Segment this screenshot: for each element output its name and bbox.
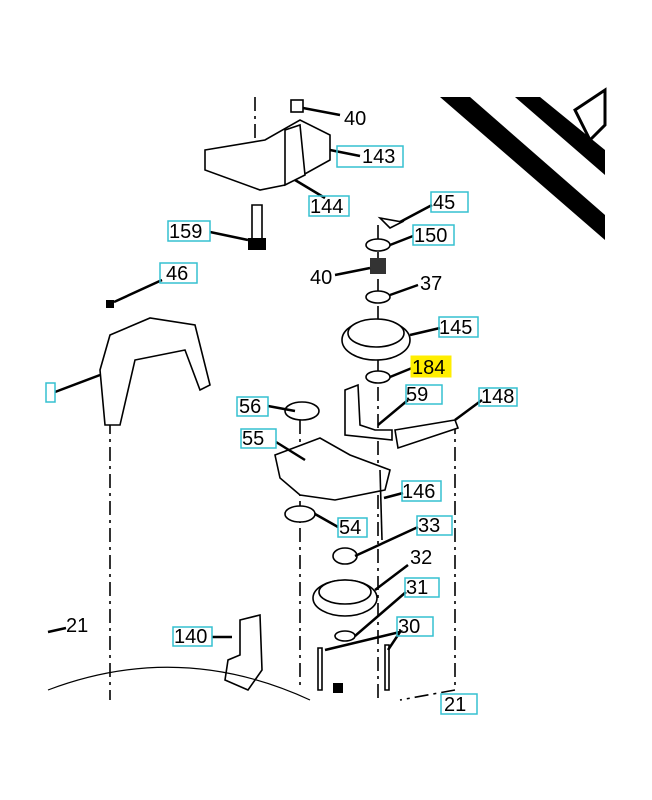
bracket-143 [204, 99, 331, 250]
label-box [440, 693, 478, 715]
label-box [240, 428, 277, 449]
label-box [336, 145, 404, 168]
label-33[interactable]: 33 [418, 515, 440, 537]
label-46[interactable]: 46 [166, 263, 188, 285]
label-box [337, 517, 368, 538]
label-56[interactable]: 56 [239, 396, 261, 418]
pulley-stack [274, 216, 460, 693]
bracket-140 [224, 613, 263, 691]
label-box [236, 396, 269, 417]
part-labels: 40 143 144 159 45 150 40 37 46 145 184 5… [45, 108, 518, 716]
label-144[interactable]: 144 [310, 196, 343, 218]
label-159[interactable]: 159 [169, 221, 202, 243]
belt-guard-46 [99, 300, 211, 426]
label-box [401, 480, 442, 502]
label-37: 37 [420, 273, 442, 295]
label-32: 32 [410, 547, 432, 569]
label-40: 40 [310, 267, 332, 289]
label-box [405, 384, 443, 405]
label-21-left: 21 [66, 615, 88, 637]
center-lines [109, 97, 456, 701]
leader-lines [54, 106, 483, 652]
label-box [412, 224, 455, 246]
label-box [308, 195, 350, 217]
label-30[interactable]: 30 [398, 616, 420, 638]
highlight-box [410, 355, 452, 378]
deck-edge [47, 666, 311, 701]
label-box-partial [45, 382, 56, 403]
label-box [167, 220, 211, 242]
bottom-margin [0, 716, 652, 800]
label-59[interactable]: 59 [406, 384, 428, 406]
label-148[interactable]: 148 [481, 386, 514, 408]
corner-bracket-graphic [440, 87, 607, 240]
leader-21a [47, 626, 67, 634]
label-184-highlighted[interactable]: 184 [412, 357, 445, 379]
label-54[interactable]: 54 [339, 517, 361, 539]
label-150[interactable]: 150 [414, 225, 447, 247]
label-box [159, 262, 198, 284]
label-140[interactable]: 140 [174, 626, 207, 648]
label-box [396, 616, 434, 637]
label-box [416, 515, 453, 536]
label-45[interactable]: 45 [433, 192, 455, 214]
label-143[interactable]: 143 [362, 146, 395, 168]
label-31[interactable]: 31 [406, 577, 428, 599]
label-21-bottom[interactable]: 21 [444, 694, 466, 716]
label-145[interactable]: 145 [439, 317, 472, 339]
label-box [478, 387, 518, 407]
label-55[interactable]: 55 [242, 428, 264, 450]
label-box [172, 626, 213, 647]
label-box [438, 316, 479, 338]
label-box [404, 577, 440, 598]
label-40-top: 40 [344, 108, 366, 130]
label-146[interactable]: 146 [402, 481, 435, 503]
label-box [430, 191, 469, 213]
